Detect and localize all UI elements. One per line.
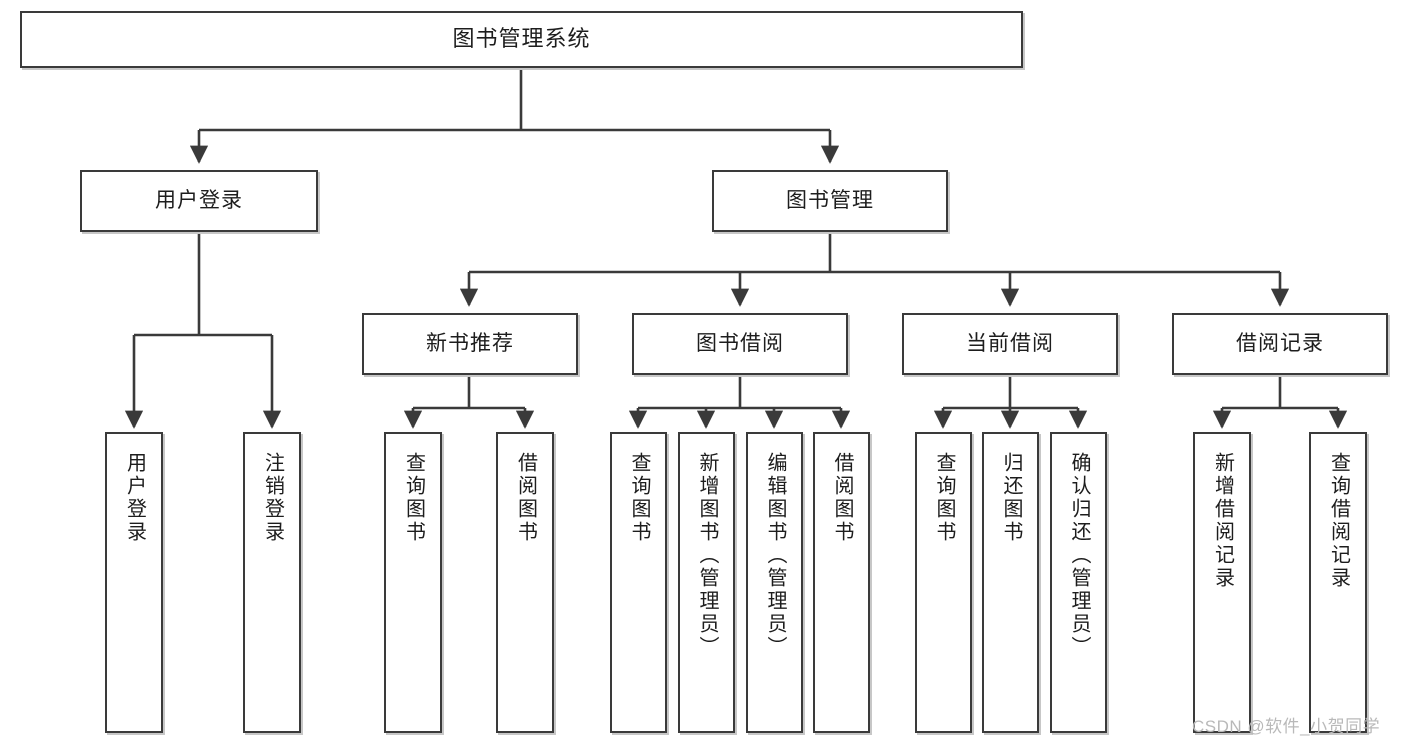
node-label: 新增借阅记录 [1211, 452, 1234, 590]
node-new-book-recommend[interactable]: 新书推荐 [362, 313, 578, 375]
node-label: 借阅图书 [514, 452, 537, 544]
node-label: 当前借阅 [966, 332, 1054, 356]
node-label: 确认归还（管理员） [1068, 452, 1090, 659]
node-label: 用户登录 [123, 452, 146, 544]
node-current-borrow[interactable]: 当前借阅 [902, 313, 1118, 375]
node-leaf-query-book-1[interactable]: 查询图书 [384, 432, 442, 733]
node-leaf-add-borrow-record[interactable]: 新增借阅记录 [1193, 432, 1251, 733]
node-leaf-logout-login[interactable]: 注销登录 [243, 432, 301, 733]
node-borrow-record[interactable]: 借阅记录 [1172, 313, 1388, 375]
node-leaf-confirm-return[interactable]: 确认归还（管理员） [1050, 432, 1107, 733]
node-leaf-borrow-book-2[interactable]: 借阅图书 [813, 432, 870, 733]
node-leaf-user-login[interactable]: 用户登录 [105, 432, 163, 733]
node-leaf-query-borrow-record[interactable]: 查询借阅记录 [1309, 432, 1367, 733]
node-leaf-query-book-2[interactable]: 查询图书 [610, 432, 667, 733]
node-label: 图书管理 [786, 189, 874, 213]
node-leaf-borrow-book-1[interactable]: 借阅图书 [496, 432, 554, 733]
node-label: 用户登录 [155, 189, 243, 213]
node-book-borrow[interactable]: 图书借阅 [632, 313, 848, 375]
csdn-watermark: CSDN @软件_小贺同学 [1192, 717, 1381, 736]
node-user-login[interactable]: 用户登录 [80, 170, 318, 232]
node-label: 注销登录 [261, 452, 284, 544]
node-book-management[interactable]: 图书管理 [712, 170, 948, 232]
node-label: 查询图书 [402, 452, 425, 544]
node-label: 借阅图书 [831, 452, 853, 544]
node-label: 新增图书（管理员） [696, 452, 718, 659]
node-leaf-add-book[interactable]: 新增图书（管理员） [678, 432, 735, 733]
node-label: 编辑图书（管理员） [764, 452, 786, 659]
node-leaf-query-book-3[interactable]: 查询图书 [915, 432, 972, 733]
node-label: 新书推荐 [426, 332, 514, 356]
node-label: 归还图书 [1000, 452, 1022, 544]
node-root-system[interactable]: 图书管理系统 [20, 11, 1023, 68]
node-label: 查询图书 [933, 452, 955, 544]
node-label: 查询借阅记录 [1327, 452, 1350, 590]
node-label: 借阅记录 [1236, 332, 1324, 356]
node-label: 图书管理系统 [452, 26, 591, 52]
node-leaf-edit-book[interactable]: 编辑图书（管理员） [746, 432, 803, 733]
node-label: 查询图书 [628, 452, 650, 544]
node-label: 图书借阅 [696, 332, 784, 356]
node-leaf-return-book[interactable]: 归还图书 [982, 432, 1039, 733]
